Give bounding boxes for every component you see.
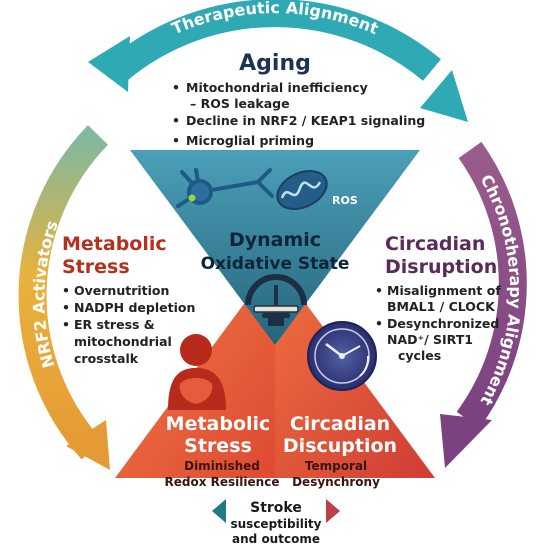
balance-scale-icon [245, 274, 307, 326]
svg-text:•: • [172, 113, 180, 128]
bottom-right-sub-1: Temporal [305, 459, 367, 473]
metabolic-left-title-2: Stress [62, 256, 130, 278]
arrowhead-bottom-right-icon [440, 414, 492, 468]
circadian-bullet-2: BMAL1 / CLOCK [387, 299, 496, 314]
aging-bullet-3: Decline in NRF2 / KEAP1 signaling [186, 113, 425, 128]
therapeutic-arc [109, 0, 441, 81]
neuron-icon [176, 168, 274, 208]
circadian-right-title-2: Disruption [385, 256, 497, 278]
circadian-right-bullets: • Misalignment of BMAL1 / CLOCK • Desync… [375, 283, 501, 363]
aging-bullet-1: Mitochondrial inefficiency [186, 80, 368, 95]
arrowhead-bottom-left-icon [66, 420, 110, 470]
human-torso-icon [168, 334, 226, 410]
circadian-bullet-1: Misalignment of [387, 283, 501, 298]
bottom-right-title-2: Discuption [283, 435, 397, 457]
metabolic-bullet-2: NADPH depletion [74, 300, 195, 315]
metabolic-left-title-1: Metabolic [62, 233, 167, 255]
svg-text:•: • [62, 283, 70, 298]
bottom-right-title-1: Circadian [290, 413, 390, 435]
clock-icon [307, 321, 377, 391]
svg-text:•: • [62, 300, 70, 315]
circadian-bullet-5: cycles [398, 348, 441, 363]
circadian-bullet-3: Desynchronized [387, 316, 499, 331]
metabolic-bullet-1: Overnutrition [74, 283, 169, 298]
metabolic-left-bullets: • Overnutrition • NADPH depletion • ER s… [62, 283, 195, 366]
aging-bullet-2: – ROS leakage [190, 96, 290, 111]
footer-line-2: susceptibility [230, 517, 321, 531]
circadian-bullet-4: NAD⁺/ SIRT1 [387, 332, 473, 347]
aging-title: Aging [239, 51, 311, 76]
circadian-right-title-1: Circadian [385, 233, 485, 255]
bottom-left-title-1: Metabolic [166, 413, 271, 435]
footer-line-3: and outcome [232, 532, 320, 546]
arrowhead-top-left-icon [88, 36, 130, 92]
metabolic-bullet-5: crosstalk [74, 351, 139, 366]
metabolic-bullet-3: ER stress & [74, 317, 155, 332]
arrowhead-top-right-icon [420, 70, 468, 122]
bottom-left-sub-2: Redox Resilience [165, 475, 280, 489]
nrf2-arc [18, 125, 109, 460]
footer-line-1: Stroke [250, 500, 302, 516]
chronotherapy-arc [456, 141, 527, 429]
aging-bullet-4: Microglial priming [186, 133, 314, 148]
svg-text:•: • [375, 316, 383, 331]
ros-label: ROS [332, 194, 358, 207]
svg-text:•: • [172, 80, 180, 95]
aging-bullets: • Mitochondrial inefficiency – ROS leaka… [172, 80, 425, 148]
svg-text:•: • [375, 283, 383, 298]
bottom-right-sub-2: Desynchrony [292, 475, 380, 489]
svg-text:•: • [62, 317, 70, 332]
footer-right-arrow-icon [326, 499, 340, 523]
svg-text:•: • [172, 133, 180, 148]
center-title-2: Oxidative State [201, 254, 350, 274]
center-title-1: Dynamic [229, 229, 321, 251]
bottom-left-title-2: Stress [184, 435, 252, 457]
metabolic-bullet-4: mitochondrial [74, 334, 172, 349]
bottom-left-sub-1: Diminished [184, 459, 260, 473]
mitochondrion-icon [276, 170, 328, 210]
footer-left-arrow-icon [212, 499, 226, 523]
